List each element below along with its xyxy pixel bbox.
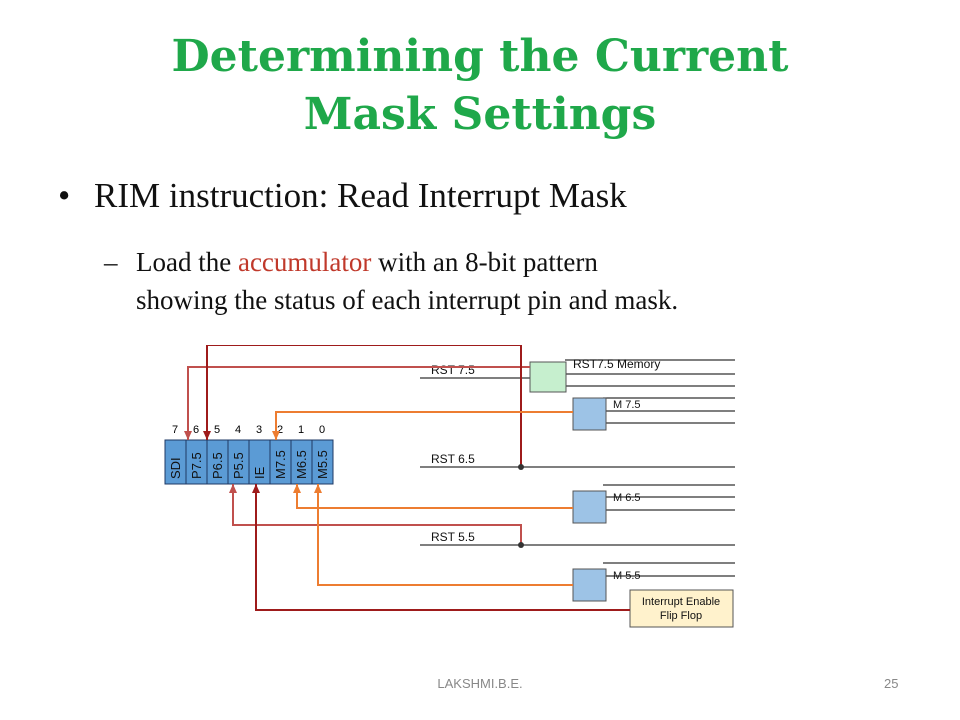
rst-lines xyxy=(420,377,735,546)
rst-label-55: RST 5.5 xyxy=(431,530,475,544)
bit-number: 4 xyxy=(235,424,241,436)
page-number: 25 xyxy=(884,676,899,691)
title-line-1: Determining the Current xyxy=(171,31,789,82)
bit-label-sdi: SDI xyxy=(168,457,183,479)
accumulator-term: accumulator xyxy=(237,247,372,277)
mask-box-55 xyxy=(572,568,607,602)
flipflop-box xyxy=(629,589,734,628)
arrowheads xyxy=(184,431,322,493)
dash-icon: – xyxy=(104,247,118,277)
bit-number: 5 xyxy=(214,424,220,436)
mask-label-55: M 5.5 xyxy=(613,570,641,582)
bit-number: 3 xyxy=(256,424,262,436)
rst-label-75: RST 7.5 xyxy=(431,363,475,377)
bit-number: 1 xyxy=(298,424,304,436)
register xyxy=(164,439,334,485)
p65-connection xyxy=(206,345,522,467)
arrow-head-icon xyxy=(293,484,301,493)
arrow-head-icon xyxy=(314,484,322,493)
sub-text-post: with an 8-bit pattern xyxy=(371,247,598,277)
bit-number: 6 xyxy=(193,424,199,436)
arrow-head-icon xyxy=(272,431,280,440)
mask-box-65 xyxy=(572,490,607,524)
bit-number: 2 xyxy=(277,424,283,436)
bit-label-m75: M7.5 xyxy=(273,450,288,479)
rim-diagram: 7 6 5 4 3 2 1 0 SDI P7.5 P6.5 P5.5 IE M7… xyxy=(164,345,735,628)
junction-dot xyxy=(518,464,524,470)
bullet-rim: • RIM instruction: Read Interrupt Mask xyxy=(58,176,627,216)
arrow-head-icon xyxy=(184,431,192,440)
mask-label-65: M 6.5 xyxy=(613,492,641,504)
bit-label-p75: P7.5 xyxy=(189,452,204,479)
sub-text-pre: Load the xyxy=(136,247,238,277)
bit-label-ie: IE xyxy=(252,466,267,479)
bus-lines xyxy=(565,359,735,577)
arrow-head-icon xyxy=(229,484,237,493)
m75-connection xyxy=(275,411,573,440)
arrow-head-icon xyxy=(252,484,260,493)
flipflop-line-1: Interrupt Enable xyxy=(642,596,720,608)
junction-dot xyxy=(518,542,524,548)
bullet-dot-icon: • xyxy=(58,176,71,215)
bit-label-p55: P5.5 xyxy=(231,452,246,479)
rst75-memory-box xyxy=(529,361,567,393)
p75-connection xyxy=(187,366,530,440)
mask-label-75: M 7.5 xyxy=(613,399,641,411)
bit-numbers: 7 6 5 4 3 2 1 0 xyxy=(172,424,325,436)
ie-connection xyxy=(255,484,630,611)
mask-box-75 xyxy=(572,397,607,431)
memory-label: RST7.5 Memory xyxy=(573,357,660,371)
footer-author: LAKSHMI.B.E. xyxy=(437,676,523,691)
rst-label-65: RST 6.5 xyxy=(431,452,475,466)
bit-label-p65: P6.5 xyxy=(210,452,225,479)
bit-number: 7 xyxy=(172,424,178,436)
bullet-text: RIM instruction: Read Interrupt Mask xyxy=(94,176,627,215)
bit-number: 0 xyxy=(319,424,325,436)
slide-title: Determining the Current Mask Settings xyxy=(0,28,960,144)
arrow-head-icon xyxy=(203,431,211,440)
register-labels: SDI P7.5 P6.5 P5.5 IE M7.5 M6.5 M5.5 xyxy=(168,450,330,479)
m65-connection xyxy=(296,484,573,509)
bit-label-m55: M5.5 xyxy=(315,450,330,479)
flipflop-line-2: Flip Flop xyxy=(660,610,702,622)
register-cell xyxy=(311,439,334,485)
sub-text-line-2: showing the status of each interrupt pin… xyxy=(136,285,679,315)
m55-connection xyxy=(317,484,573,586)
sub-bullet: –Load the accumulator with an 8-bit patt… xyxy=(104,243,678,319)
bit-label-m65: M6.5 xyxy=(294,450,309,479)
title-line-2: Mask Settings xyxy=(303,89,657,140)
p55-connection xyxy=(232,484,522,545)
